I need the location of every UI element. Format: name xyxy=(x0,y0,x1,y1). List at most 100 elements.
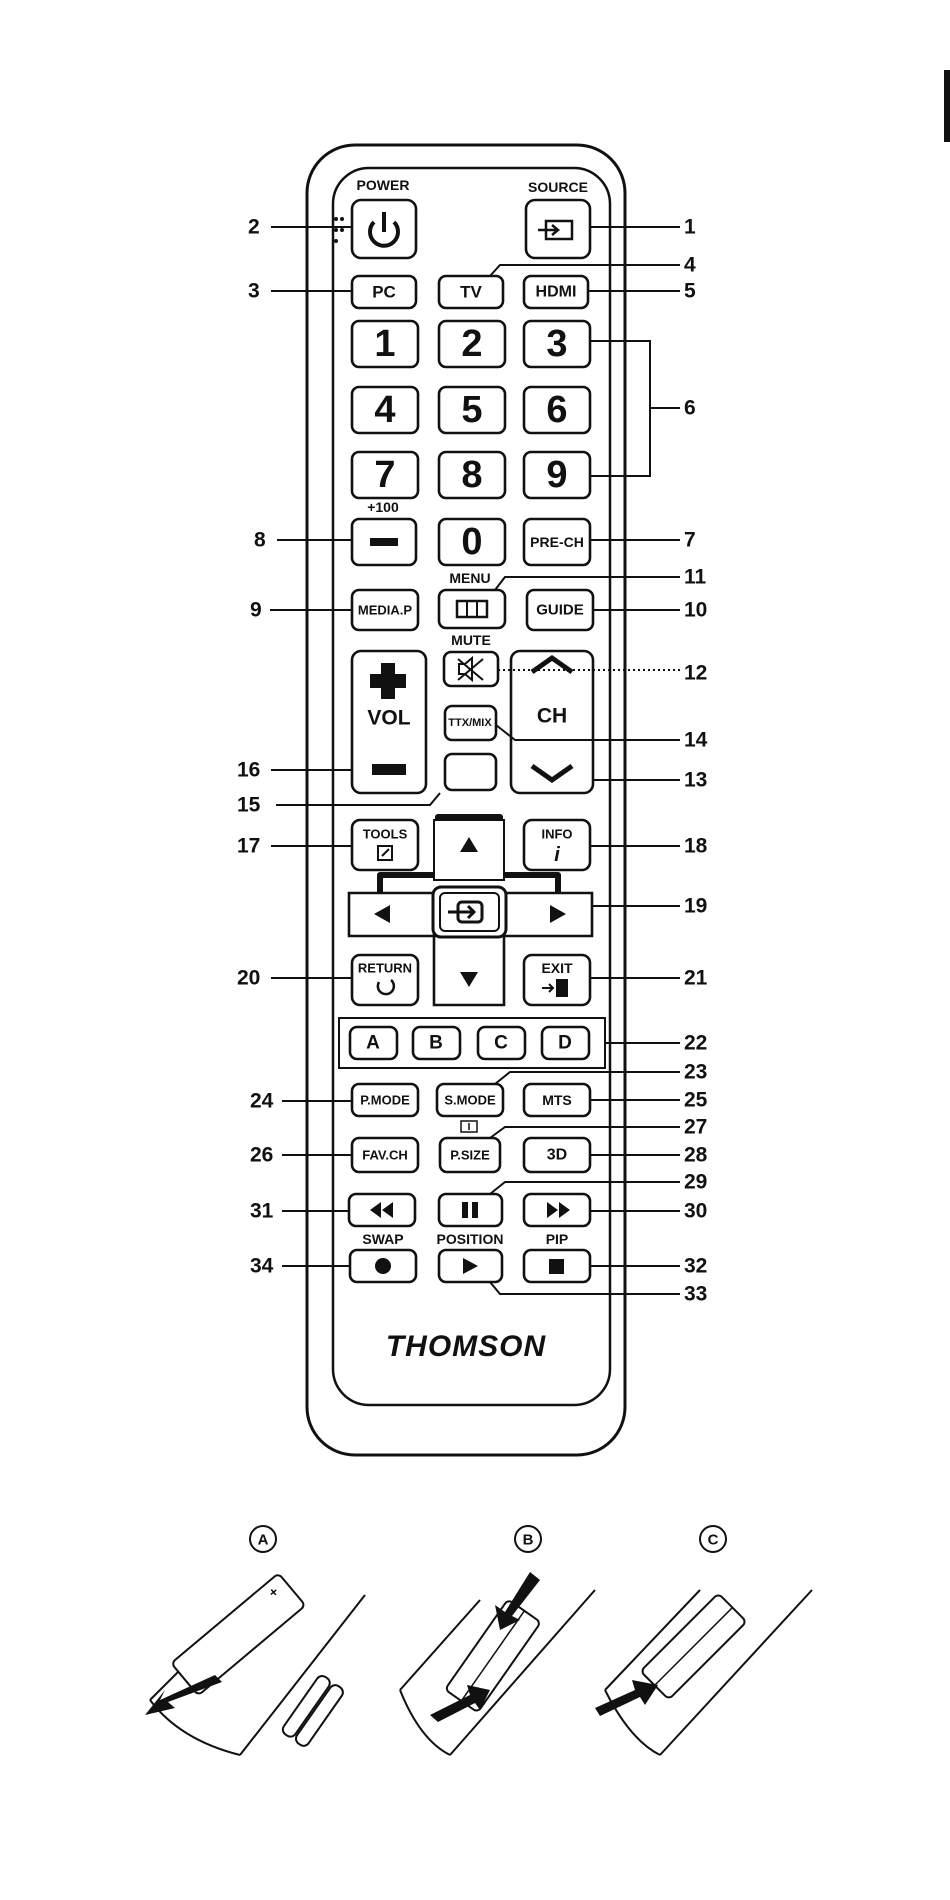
media-p-button[interactable]: MEDIA.P xyxy=(352,590,418,630)
tv-button[interactable]: TV xyxy=(439,276,503,308)
svg-text:RETURN: RETURN xyxy=(358,961,412,976)
fav-ch-button[interactable]: FAV.CH xyxy=(352,1138,418,1172)
step-c-illustration xyxy=(595,1590,812,1755)
callout-3: 3 xyxy=(248,280,260,303)
ch-label: CH xyxy=(537,705,567,728)
step-c-label: C xyxy=(700,1526,726,1552)
mute-button[interactable] xyxy=(444,652,498,686)
digit-6-button[interactable]: 6 xyxy=(524,387,590,433)
pip-label: PIP xyxy=(546,1231,569,1247)
hdmi-button[interactable]: HDMI xyxy=(524,276,588,308)
callout-8: 8 xyxy=(254,529,266,552)
callout-13: 13 xyxy=(684,769,707,792)
pause-button[interactable] xyxy=(439,1194,502,1226)
color-a-button[interactable]: A xyxy=(350,1027,397,1059)
arrow-out-icon xyxy=(145,1675,222,1715)
svg-text:D: D xyxy=(558,1033,572,1054)
callout-4: 4 xyxy=(684,254,696,277)
svg-text:6: 6 xyxy=(546,389,567,431)
step-b-illustration xyxy=(400,1572,595,1755)
info-button[interactable]: INFO i xyxy=(524,820,590,870)
svg-text:P.MODE: P.MODE xyxy=(360,1093,410,1108)
callout-15: 15 xyxy=(237,794,261,817)
digit-5-button[interactable]: 5 xyxy=(439,387,505,433)
svg-text:HDMI: HDMI xyxy=(536,284,577,301)
rewind-button[interactable] xyxy=(349,1194,415,1226)
svg-text:3D: 3D xyxy=(547,1147,567,1164)
svg-text:PRE-CH: PRE-CH xyxy=(530,534,584,550)
callout-20: 20 xyxy=(237,967,260,990)
svg-text:B: B xyxy=(523,1532,534,1549)
ttx-mix-button[interactable]: TTX/MIX xyxy=(445,706,496,740)
digit-8-button[interactable]: 8 xyxy=(439,452,505,498)
svg-text:S.MODE: S.MODE xyxy=(444,1093,496,1108)
nav-left-button[interactable] xyxy=(349,893,434,936)
svg-text:A: A xyxy=(366,1033,380,1054)
mute-label: MUTE xyxy=(451,632,491,648)
callout-6: 6 xyxy=(684,397,696,420)
step-a-illustration: + xyxy=(145,1573,365,1755)
callout-23: 23 xyxy=(684,1061,707,1084)
svg-text:TTX/MIX: TTX/MIX xyxy=(448,717,492,729)
info-icon: i xyxy=(554,844,560,866)
p-size-button[interactable]: P.SIZE xyxy=(440,1138,500,1172)
dash-button[interactable] xyxy=(352,519,416,565)
arrow-push-icon xyxy=(595,1680,658,1716)
record-button[interactable] xyxy=(350,1250,416,1282)
digit-0-button[interactable]: 0 xyxy=(439,519,505,565)
svg-text:C: C xyxy=(708,1532,719,1549)
enter-button[interactable] xyxy=(433,887,506,937)
minus-icon xyxy=(370,538,398,546)
volume-rocker[interactable]: VOL xyxy=(352,651,426,793)
stop-icon xyxy=(549,1259,564,1274)
callout-32: 32 xyxy=(684,1255,707,1278)
digit-9-button[interactable]: 9 xyxy=(524,452,590,498)
digit-3-button[interactable]: 3 xyxy=(524,321,590,367)
battery-cover xyxy=(171,1573,305,1695)
exit-button[interactable]: EXIT xyxy=(524,955,590,1005)
digit-2-button[interactable]: 2 xyxy=(439,321,505,367)
svg-text:4: 4 xyxy=(374,389,395,431)
source-button[interactable] xyxy=(526,200,590,258)
mts-button[interactable]: MTS xyxy=(524,1084,590,1116)
color-b-button[interactable]: B xyxy=(413,1027,460,1059)
play-button[interactable] xyxy=(439,1250,502,1282)
tools-button[interactable]: TOOLS xyxy=(352,820,418,870)
guide-button[interactable]: GUIDE xyxy=(527,590,593,630)
digit-4-button[interactable]: 4 xyxy=(352,387,418,433)
power-button[interactable] xyxy=(352,200,416,258)
callout-5: 5 xyxy=(684,280,696,303)
menu-label: MENU xyxy=(449,570,490,586)
callout-12: 12 xyxy=(684,662,707,685)
record-icon xyxy=(375,1258,391,1274)
nav-down-button[interactable] xyxy=(434,936,504,1005)
color-c-button[interactable]: C xyxy=(478,1027,525,1059)
return-button[interactable]: RETURN xyxy=(352,955,418,1005)
svg-text:2: 2 xyxy=(461,323,482,365)
svg-text:TV: TV xyxy=(460,283,482,302)
stop-button[interactable] xyxy=(524,1250,590,1282)
nav-right-button[interactable] xyxy=(504,893,592,936)
fast-forward-button[interactable] xyxy=(524,1194,590,1226)
color-d-button[interactable]: D xyxy=(542,1027,589,1059)
p-mode-button[interactable]: P.MODE xyxy=(352,1084,418,1116)
callout-34: 34 xyxy=(250,1255,274,1278)
s-mode-button[interactable]: S.MODE xyxy=(437,1084,503,1116)
blank-button[interactable] xyxy=(445,754,496,790)
pc-button[interactable]: PC xyxy=(352,276,416,308)
callout-25: 25 xyxy=(684,1089,708,1112)
3d-button[interactable]: 3D xyxy=(524,1138,590,1172)
digit-1-button[interactable]: 1 xyxy=(352,321,418,367)
svg-text:A: A xyxy=(258,1532,269,1549)
pre-ch-button[interactable]: PRE-CH xyxy=(524,519,590,565)
callout-16: 16 xyxy=(237,759,260,782)
callout-17: 17 xyxy=(237,835,260,858)
menu-button[interactable] xyxy=(439,590,505,628)
svg-text:5: 5 xyxy=(461,389,482,431)
channel-rocker[interactable]: CH xyxy=(511,651,593,793)
svg-text:7: 7 xyxy=(374,454,395,496)
callout-18: 18 xyxy=(684,835,708,858)
digit-7-button[interactable]: 7 xyxy=(352,452,418,498)
callout-31: 31 xyxy=(250,1200,274,1223)
